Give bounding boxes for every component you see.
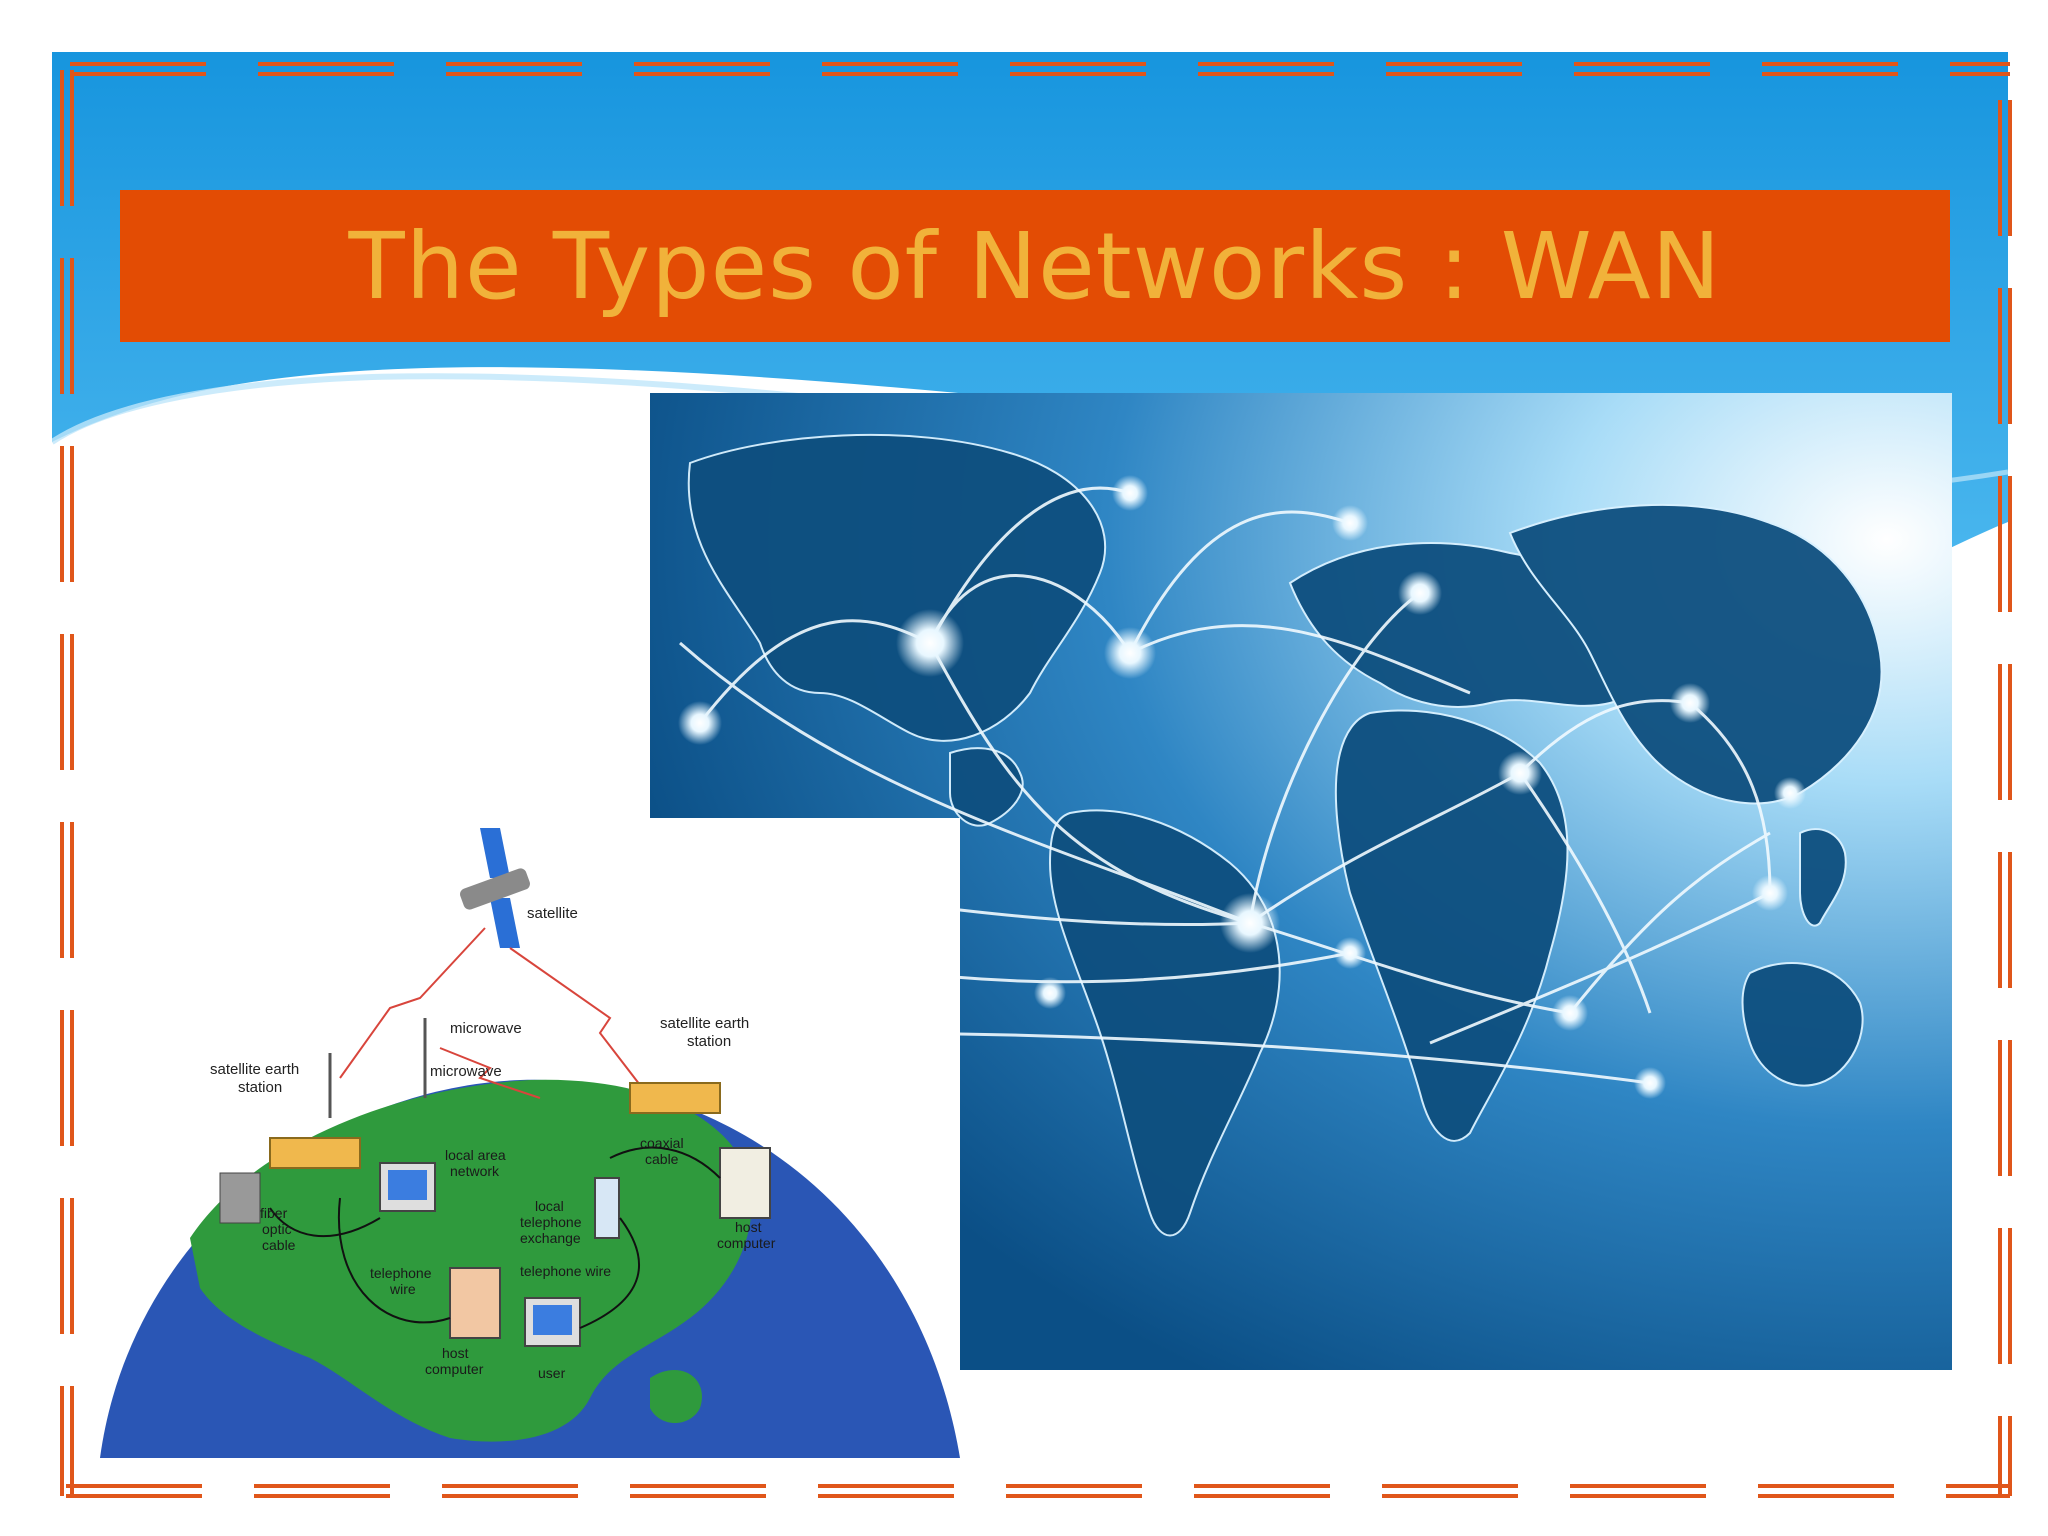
label-satellite: satellite (527, 905, 578, 922)
label-telwire-left-2: wire (389, 1281, 416, 1297)
label-coaxial-2: cable (645, 1151, 679, 1167)
building-icon (219, 1172, 261, 1224)
wan-diagram: satellite microwave microwave satellite … (90, 818, 960, 1458)
label-fiber-1: fiber (260, 1205, 288, 1221)
label-sat-station-left-1: satellite earth (210, 1061, 299, 1078)
label-sat-station-left-2: station (238, 1079, 282, 1096)
label-host-bottom-2: computer (425, 1361, 484, 1377)
label-microwave-top: microwave (450, 1020, 522, 1037)
land-mass (190, 1079, 752, 1442)
label-telwire-right: telephone wire (520, 1263, 611, 1279)
label-coaxial-1: coaxial (640, 1135, 684, 1151)
label-lan-1: local area (445, 1147, 506, 1163)
earth-station-left-icon (269, 1137, 361, 1169)
label-user: user (538, 1365, 566, 1381)
wan-diagram-svg: satellite microwave microwave satellite … (100, 828, 960, 1458)
label-sat-station-right-1: satellite earth (660, 1015, 749, 1032)
label-microwave-left: microwave (430, 1063, 502, 1080)
label-host-bottom-1: host (442, 1345, 469, 1361)
label-host-right-2: computer (717, 1235, 776, 1251)
host-computer-right-icon (719, 1147, 771, 1219)
label-sat-station-right-2: station (687, 1033, 731, 1050)
label-host-right-1: host (735, 1219, 762, 1235)
satellite-icon (460, 828, 530, 948)
label-exchange-2: telephone (520, 1214, 582, 1230)
label-fiber-2: optic (262, 1221, 292, 1237)
telephone-exchange-icon (594, 1177, 620, 1239)
microwave-tower-icon (328, 1018, 427, 1118)
label-telwire-left-1: telephone (370, 1265, 432, 1281)
title-bar: The Types of Networks : WAN (120, 190, 1950, 342)
label-exchange-3: exchange (520, 1230, 581, 1246)
label-exchange-1: local (535, 1198, 564, 1214)
host-computer-bottom-icon (449, 1267, 501, 1339)
earth-station-right-icon (629, 1082, 721, 1114)
label-lan-2: network (450, 1163, 500, 1179)
label-fiber-3: cable (262, 1237, 296, 1253)
slide-title: The Types of Networks : WAN (348, 212, 1722, 320)
